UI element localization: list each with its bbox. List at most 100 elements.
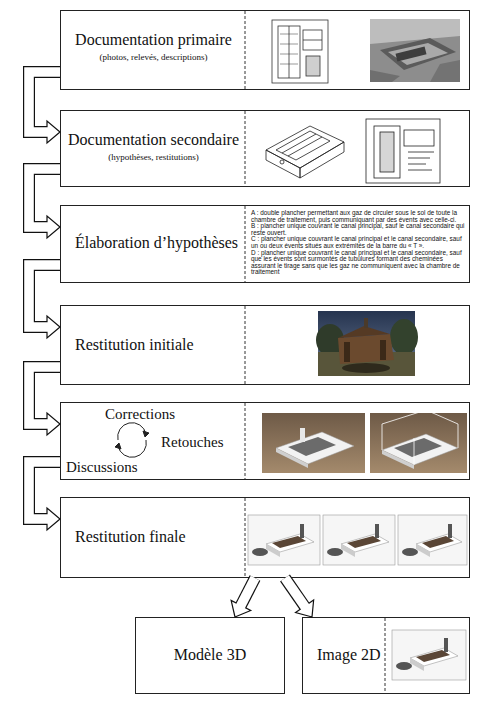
site-photo — [370, 19, 460, 82]
stage-box: Documentation primaire (photos, relevés, … — [60, 10, 470, 90]
final-render-part — [252, 548, 268, 556]
stage-title: Documentation primaire — [61, 31, 246, 49]
final-render-part — [402, 548, 418, 556]
initial-render-part — [342, 363, 390, 373]
initial-render-part — [318, 311, 415, 376]
site-photo-part — [370, 19, 460, 82]
final-render-part — [323, 515, 395, 565]
isometric-drawing-part — [280, 160, 284, 164]
render-view-part — [288, 437, 336, 456]
render-view-part — [276, 448, 308, 468]
stage-box: Restitution finale — [60, 497, 470, 578]
final-render — [398, 515, 467, 565]
plan-drawing-part — [374, 126, 400, 178]
stage-title: Corrections — [105, 406, 205, 423]
plan-drawing-part — [280, 44, 298, 45]
flow-arrow — [29, 367, 60, 435]
stage-title: Élaboration d’hypothèses — [75, 234, 245, 252]
initial-render-part — [318, 352, 415, 376]
arrow-shaft-outline — [285, 578, 305, 606]
plan-drawing-part — [408, 152, 434, 153]
render-view-part — [382, 434, 458, 465]
image-2d-part — [410, 648, 458, 666]
cycle-arrows — [115, 423, 149, 458]
arrow-shaft-outline — [29, 265, 60, 327]
final-render-part — [341, 544, 355, 557]
stage-subtitle: (photos, relevés, descriptions) — [61, 52, 246, 62]
arrow-shaft-outline — [29, 169, 60, 227]
plan-drawing-part — [408, 164, 426, 165]
cycle-arrows-part — [118, 440, 146, 457]
final-render-part — [416, 544, 430, 557]
arrow-shaft-outline — [29, 367, 60, 424]
render-view — [262, 413, 365, 473]
final-render-part — [375, 524, 379, 538]
final-render — [248, 515, 320, 565]
stage-box: Documentation secondaire (hypothèses, res… — [60, 110, 470, 187]
isometric-drawing-part — [266, 126, 344, 168]
stage-title: Image 2D — [317, 646, 392, 664]
render-view-part — [276, 432, 354, 464]
initial-render-part — [380, 340, 386, 360]
plan-drawing — [366, 119, 440, 183]
flow-arrow — [285, 578, 314, 617]
image-2d-part — [392, 630, 466, 680]
render-view-part — [370, 413, 467, 473]
arrow-shaft-fill — [29, 462, 60, 519]
arrow-head — [47, 316, 60, 338]
image-2d — [392, 630, 466, 680]
stage-subtitle: (hypothèses, restitutions) — [61, 152, 246, 162]
initial-render — [316, 311, 418, 376]
cycle-arrows-part — [118, 423, 146, 440]
plan-drawing-part — [280, 54, 298, 55]
site-photo-part — [370, 70, 400, 82]
plan-drawing-part — [280, 64, 298, 65]
final-render-part — [327, 548, 343, 556]
dashed-divider-part — [245, 111, 246, 186]
render-view-part — [414, 438, 415, 465]
render-view-part — [382, 450, 414, 469]
cycle-label: Retouches — [161, 434, 251, 451]
isometric-drawing-part — [266, 150, 300, 178]
arrow-shaft-outline — [241, 578, 255, 605]
isometric-drawing-part — [300, 142, 344, 178]
plan-drawing-part — [272, 20, 328, 83]
stage-box: CorrectionsRetouchesDiscussions — [60, 402, 470, 480]
hypothesis-list: A : double plancher permettant aux gaz d… — [251, 210, 465, 276]
plan-drawing-part — [408, 170, 432, 171]
hypothesis-text: D : plancher unique couvrant le canal pr… — [251, 250, 465, 276]
isometric-drawing-part — [288, 137, 322, 156]
render-view-part — [300, 428, 305, 442]
final-render-part — [416, 534, 462, 552]
site-photo-part — [395, 46, 426, 61]
dashed-divider-part — [245, 11, 246, 89]
dashed-divider-part — [245, 498, 246, 577]
plan-drawing — [272, 20, 328, 83]
flow-arrow — [231, 578, 255, 617]
isometric-drawing-part — [276, 131, 330, 160]
plan-drawing-part — [303, 30, 322, 50]
dashed-divider-part — [245, 206, 246, 282]
stage-title: Restitution initiale — [75, 336, 245, 354]
render-view-part — [382, 410, 458, 450]
hypothesis-text: A : double plancher permettant aux gaz d… — [251, 210, 465, 223]
hypothesis-text: B : plancher unique couvrant le canal pr… — [251, 223, 465, 236]
plan-drawing-part — [280, 34, 298, 35]
arrow-head — [296, 600, 314, 617]
plan-drawing-part — [306, 56, 320, 76]
initial-render-part — [338, 326, 390, 338]
dashed-divider-part — [245, 306, 246, 384]
isometric-drawing-part — [282, 134, 316, 153]
stage-title: Documentation secondaire — [61, 131, 246, 149]
initial-render-part — [316, 324, 344, 356]
flow-arrow — [29, 265, 60, 338]
arrow-head — [47, 508, 60, 530]
plan-drawing-part — [303, 40, 322, 41]
plan-drawing-part — [366, 119, 440, 183]
arrow-head — [47, 413, 60, 435]
dashed-divider-part — [245, 403, 246, 479]
